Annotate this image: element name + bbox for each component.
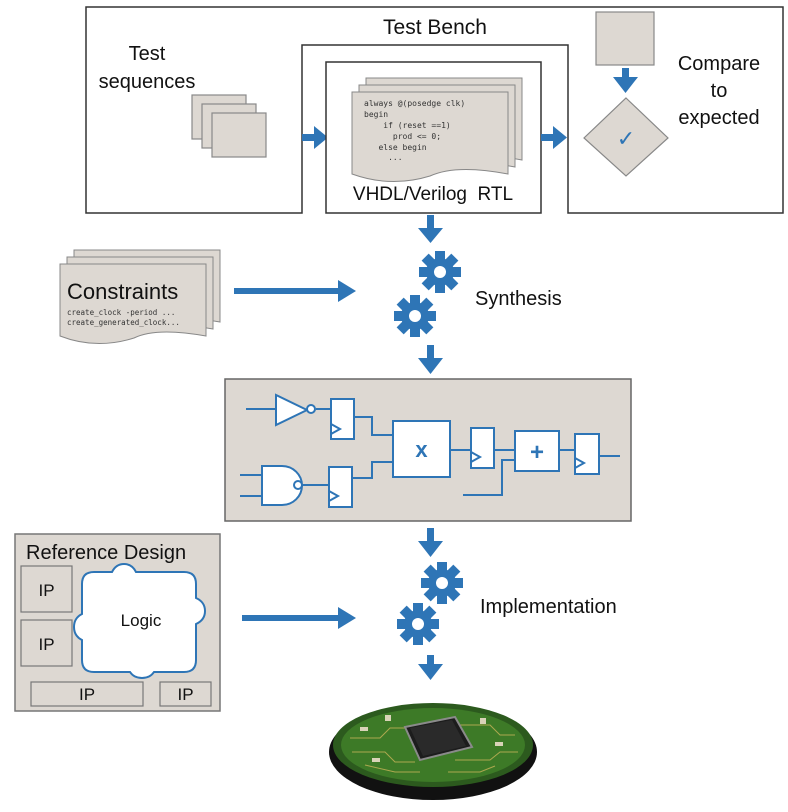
multiplier-symbol: x	[415, 437, 428, 462]
arrow-rtl-to-compare	[541, 126, 567, 149]
compare-label-line1: Compare	[678, 53, 760, 75]
ip-block-label: IP	[38, 581, 54, 600]
logic-block-label: Logic	[121, 611, 162, 630]
gear-icon	[397, 603, 439, 645]
ip-block	[30, 681, 144, 707]
circuit-board-image	[329, 703, 537, 800]
logic-block	[72, 562, 207, 680]
arrow-rtl-to-synthesis	[418, 215, 443, 243]
constraints-code-line: create_generated_clock...	[67, 318, 180, 327]
constraints-code-line: create_clock -period ...	[67, 308, 175, 317]
constraints-document-icon	[59, 249, 221, 345]
compare-diamond	[583, 97, 669, 177]
ip-block	[20, 565, 73, 613]
rtl-code-line: begin	[364, 110, 388, 119]
arrow-implementation-to-board	[418, 655, 443, 680]
constraints-title: Constraints	[67, 279, 178, 304]
netlist-wires	[240, 408, 620, 497]
buffer-gate-icon	[275, 393, 316, 427]
compare-label-line3: expected	[678, 107, 759, 129]
implementation-label: Implementation	[480, 596, 617, 618]
rtl-label: VHDL/Verilog RTL	[353, 184, 513, 205]
adder-block	[514, 430, 560, 472]
testbench-frame	[85, 6, 784, 214]
rtl-code-line: ...	[364, 153, 403, 162]
expected-output-box	[595, 11, 655, 66]
synthesis-label: Synthesis	[475, 288, 562, 310]
test-sequences-label-line1: Test	[129, 43, 166, 65]
nand-gate-icon	[261, 465, 303, 506]
flip-flop-icon	[470, 427, 495, 469]
arrow-reference-to-implementation	[242, 607, 356, 629]
arrow-expected-to-check	[613, 68, 638, 93]
rtl-code-line: if (reset ==1)	[364, 121, 451, 130]
ip-block-label: IP	[177, 685, 193, 704]
gear-icon	[394, 295, 436, 337]
arrow-netlist-to-implementation	[418, 528, 443, 557]
gear-icon	[421, 562, 463, 604]
test-sequence-pages-icon	[191, 94, 267, 158]
test-sequences-label-line2: sequences	[99, 71, 196, 93]
rtl-code-line: prod <= 0;	[364, 132, 441, 141]
reference-design-title: Reference Design	[26, 542, 186, 564]
compare-label-line2: to	[711, 80, 728, 102]
rtl-code-line: always @(posedge clk)	[364, 99, 465, 108]
rtl-code-line: else begin	[364, 143, 427, 152]
ip-block-label: IP	[38, 635, 54, 654]
arrow-synthesis-to-netlist	[418, 345, 443, 374]
arrow-sequences-to-rtl	[302, 126, 328, 149]
ip-block	[20, 619, 73, 667]
testbench-title: Test Bench	[383, 16, 487, 39]
arrow-constraints-to-synthesis	[234, 280, 356, 302]
gear-icon	[419, 251, 461, 293]
flip-flop-icon	[574, 433, 600, 475]
ip-block	[159, 681, 212, 707]
rtl-code-document-icon	[351, 77, 523, 183]
multiplier-block	[392, 420, 451, 478]
adder-symbol: +	[530, 439, 544, 466]
ip-block-label: IP	[79, 685, 95, 704]
checkmark-icon: ✓	[617, 127, 635, 152]
flip-flop-icon	[328, 466, 353, 508]
flip-flop-icon	[330, 398, 355, 440]
